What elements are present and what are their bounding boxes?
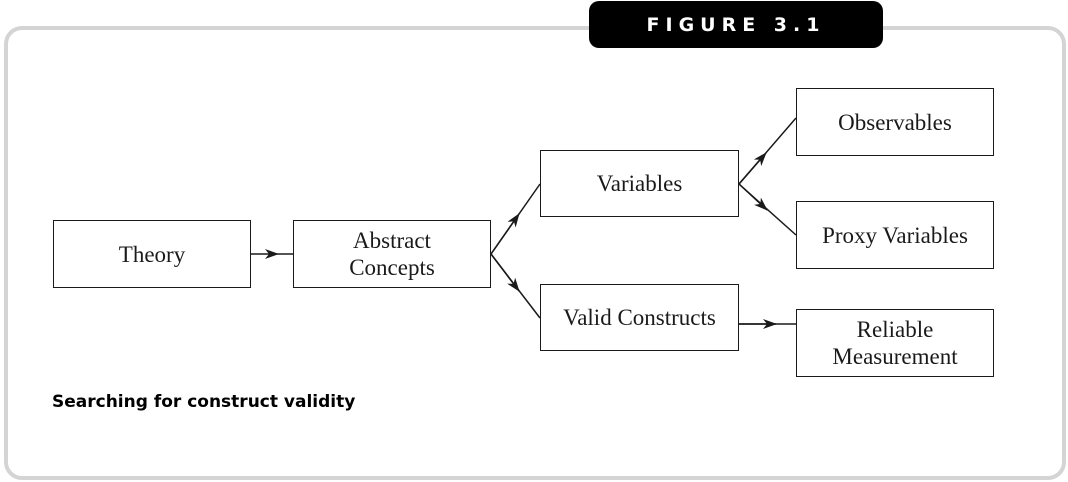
node-valid-constructs: Valid Constructs [540,284,739,351]
edge-variables-to-proxy-head [738,183,768,211]
edge-abstract-to-valid-head [490,253,520,292]
node-variables: Variables [540,150,739,217]
figure-label: FIGURE 3.1 [589,1,883,48]
node-abstract-concepts: Abstract Concepts [293,220,491,288]
edge-variables-to-observables-head [738,152,767,185]
node-theory: Theory [53,220,251,288]
node-reliable-measurement: Reliable Measurement [796,309,994,377]
node-proxy-variables: Proxy Variables [796,201,994,269]
edge-abstract-to-variables-head [490,213,520,255]
figure-caption: Searching for construct validity [52,392,356,412]
node-observables: Observables [796,88,994,156]
